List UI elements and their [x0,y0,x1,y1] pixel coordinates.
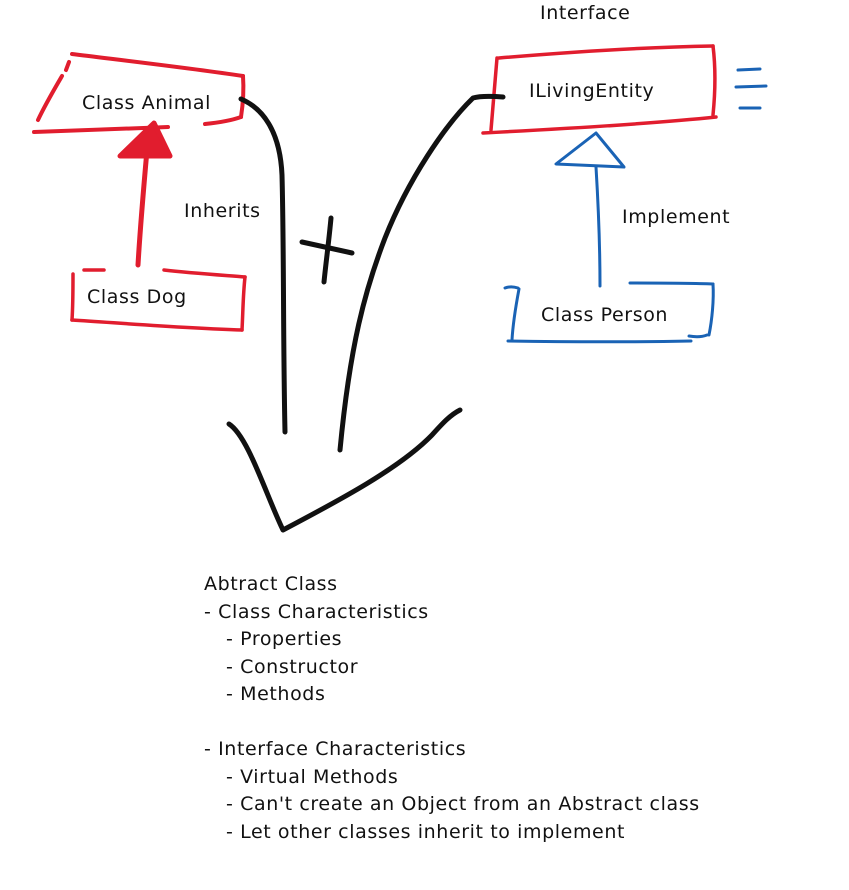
class-animal-label: Class Animal [82,92,211,114]
implement-arrow [554,131,626,288]
class-item-methods: - Methods [226,683,326,705]
interface-item-inherit-to-implement: - Let other classes inherit to implement [226,820,626,843]
interface-name-label: ILivingEntity [529,80,655,102]
class-dog-box [70,268,247,332]
plus-sign [299,215,355,285]
class-dog-label: Class Dog [87,286,187,308]
class-item-constructor: - Constructor [226,655,359,678]
interface-caption: Interface [540,2,631,24]
interface-item-virtual-methods: - Virtual Methods [226,765,399,788]
class-person-box [503,281,715,344]
notes-spacer [204,709,700,737]
interface-item-no-instantiation: - Can't create an Object from an Abstrac… [226,793,700,815]
inherits-label: Inherits [184,200,261,222]
combine-arrow [226,93,506,533]
plus-symbol-text: + [318,236,327,260]
class-item-properties: - Properties [226,628,343,650]
implement-label: Implement [622,206,731,228]
class-person-label: Class Person [541,304,669,326]
class-characteristics-heading: - Class Characteristics [204,600,429,623]
interface-member-lines [734,67,768,110]
interface-characteristics-heading: - Interface Characteristics [204,738,467,760]
inherits-arrow [117,120,173,268]
notes-title: Abtract Class [204,573,338,595]
interface-box [481,44,718,135]
abstract-class-notes: Abtract Class - Class Characteristics - … [204,571,700,846]
